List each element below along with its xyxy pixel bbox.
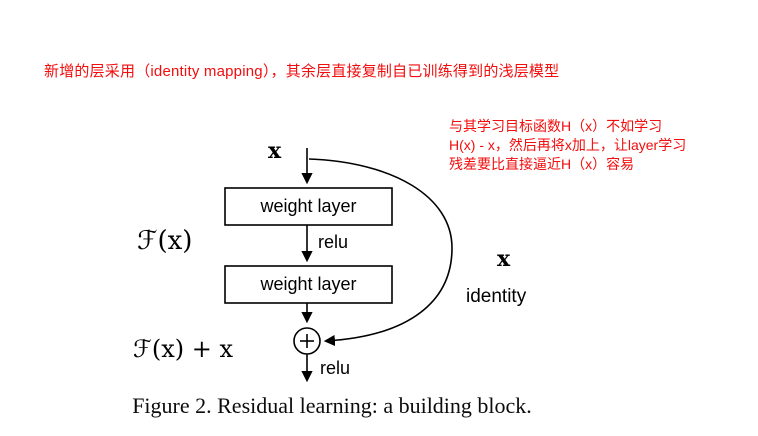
weight-layer-2-box [224, 265, 393, 304]
side-annotation: 与其学习目标函数H（x）不如学习 H(x) - x，然后再将x加上，让layer… [449, 117, 686, 174]
identity-x-label: x [497, 246, 511, 272]
weight-layer-1-label: weight layer [260, 196, 357, 216]
side-annotation-line-3: 残差要比直接逼近H（x）容易 [449, 156, 635, 172]
side-annotation-line-1: 与其学习目标函数H（x）不如学习 [449, 118, 663, 134]
input-x-label: x [268, 138, 282, 164]
output-sum-label: ℱ(x) + x [133, 335, 234, 363]
weight-layer-2-label: weight layer [260, 274, 357, 294]
identity-label: identity [466, 286, 527, 307]
residual-function-label: ℱ(x) [137, 226, 193, 256]
top-annotation: 新增的层采用（identity mapping），其余层直接复制自已训练得到的浅… [44, 63, 560, 80]
relu-2-label: relu [320, 358, 351, 378]
weight-layer-1-box [224, 187, 393, 226]
side-annotation-line-2: H(x) - x，然后再将x加上，让layer学习 [449, 137, 687, 153]
identity-skip-connection-curve [308, 158, 453, 347]
relu-1-label: relu [318, 232, 349, 252]
figure-caption: Figure 2. Residual learning: a building … [132, 393, 532, 418]
